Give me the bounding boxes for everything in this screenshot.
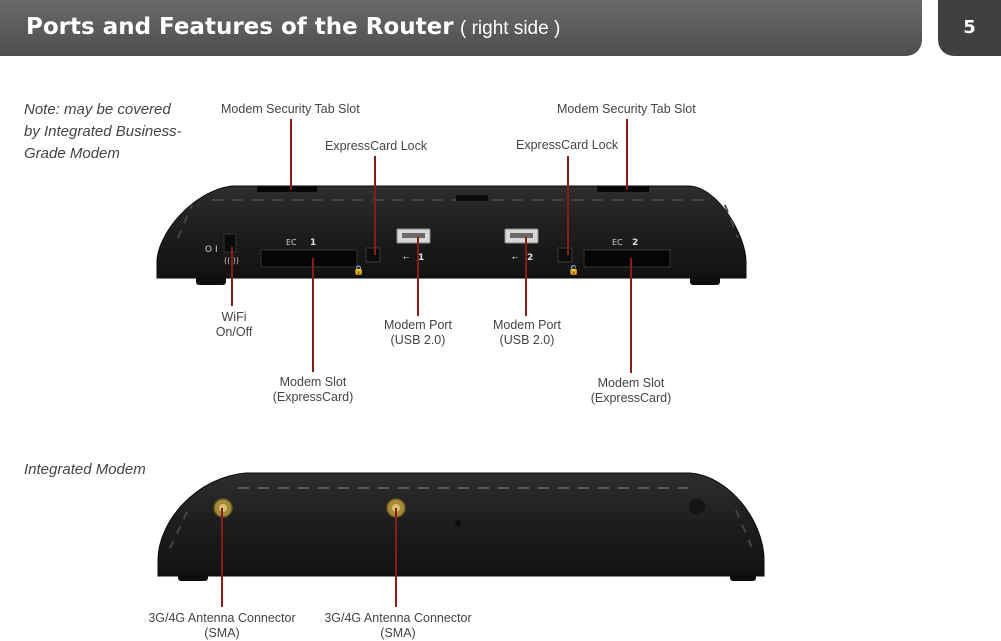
label-modem-port-1-line-2: (USB 2.0) bbox=[390, 333, 446, 347]
security-tab-slot-left bbox=[257, 186, 317, 192]
label-wifi-line-2: On/Off bbox=[215, 325, 253, 339]
wifi-switch bbox=[223, 233, 237, 253]
label-expresscard-lock-right: ExpressCard Lock bbox=[516, 138, 619, 152]
covered-note: Note: may be covered by Integrated Busin… bbox=[24, 99, 182, 165]
label-modem-slot-1-line-2: (ExpressCard) bbox=[272, 390, 354, 404]
slot-1-number: 1 bbox=[310, 238, 316, 248]
usb-port-2-tongue bbox=[510, 233, 533, 238]
modem-indicator-hole bbox=[455, 520, 461, 526]
security-tab-slot-right bbox=[597, 186, 649, 192]
leader-lines bbox=[221, 119, 632, 607]
label-security-tab-right: Modem Security Tab Slot bbox=[557, 102, 696, 116]
integrated-modem-heading: Integrated Modem bbox=[24, 461, 146, 478]
label-modem-slot-2-line-1: Modem Slot bbox=[597, 376, 665, 390]
label-antenna-1: 3G/4G Antenna Connector (SMA) bbox=[142, 611, 302, 641]
title-bar: Ports and Features of the Router ( right… bbox=[0, 0, 922, 56]
label-modem-port-1: Modem Port (USB 2.0) bbox=[368, 318, 468, 348]
lock-open-icon: 🔓 bbox=[568, 264, 579, 276]
covered-note-line-3: Grade Modem bbox=[24, 145, 120, 162]
page-title-subtitle: ( right side ) bbox=[459, 18, 561, 39]
label-security-tab-left: Modem Security Tab Slot bbox=[221, 102, 360, 116]
label-modem-port-2: Modem Port (USB 2.0) bbox=[477, 318, 577, 348]
expresscard-lock-2 bbox=[557, 247, 573, 263]
modem-vent-left bbox=[169, 509, 189, 549]
label-modem-slot-1: Modem Slot (ExpressCard) bbox=[258, 375, 368, 405]
label-modem-slot-1-line-1: Modem Slot bbox=[279, 375, 347, 389]
router-side-view: O I EC 1 EC 2 1 2 ⭠ ⭠ ((·)) 🔒 🔓 bbox=[156, 185, 747, 285]
label-expresscard-lock-left: ExpressCard Lock bbox=[325, 139, 428, 153]
usb-1-symbol-icon: ⭠ bbox=[403, 253, 410, 262]
modem-body bbox=[157, 472, 765, 577]
slot-2-prefix: EC bbox=[612, 238, 623, 247]
modem-vent-right bbox=[735, 509, 753, 549]
label-modem-port-2-line-1: Modem Port bbox=[492, 318, 562, 332]
expresscard-lock-1 bbox=[365, 247, 381, 263]
label-wifi: WiFi On/Off bbox=[204, 310, 264, 340]
covered-note-line-1: Note: may be covered bbox=[24, 101, 171, 118]
covered-note-line-2: by Integrated Business- bbox=[24, 123, 182, 140]
label-antenna-1-line-1: 3G/4G Antenna Connector bbox=[148, 611, 296, 625]
label-antenna-2-line-1: 3G/4G Antenna Connector bbox=[324, 611, 472, 625]
router-vent-left bbox=[177, 204, 193, 239]
usb-port-1-tongue bbox=[402, 233, 425, 238]
slot-1-prefix: EC bbox=[286, 238, 297, 247]
expresscard-slot-2 bbox=[583, 249, 671, 268]
label-antenna-2-line-2: (SMA) bbox=[380, 626, 416, 640]
label-antenna-1-line-2: (SMA) bbox=[204, 626, 240, 640]
label-wifi-line-1: WiFi bbox=[221, 310, 247, 324]
label-modem-port-2-line-2: (USB 2.0) bbox=[499, 333, 555, 347]
usb-2-number: 2 bbox=[527, 253, 533, 263]
modem-screw-hole bbox=[687, 497, 707, 517]
label-antenna-2: 3G/4G Antenna Connector (SMA) bbox=[318, 611, 478, 641]
slot-2-number: 2 bbox=[632, 238, 638, 248]
label-modem-port-1-line-1: Modem Port bbox=[383, 318, 453, 332]
page-number: 5 bbox=[938, 0, 1001, 56]
modem-side-view bbox=[157, 472, 765, 581]
lock-closed-icon: 🔒 bbox=[353, 265, 364, 276]
usb-1-number: 1 bbox=[418, 253, 424, 263]
page-title: Ports and Features of the Router ( right… bbox=[26, 13, 560, 40]
label-modem-slot-2: Modem Slot (ExpressCard) bbox=[576, 376, 686, 406]
label-modem-slot-2-line-2: (ExpressCard) bbox=[590, 391, 672, 405]
usb-2-symbol-icon: ⭠ bbox=[512, 253, 519, 262]
page-title-main: Ports and Features of the Router bbox=[26, 14, 454, 40]
center-slot bbox=[456, 195, 488, 201]
router-vent-right bbox=[724, 204, 739, 239]
switch-marks: O I bbox=[205, 245, 218, 255]
expresscard-slot-1 bbox=[260, 249, 358, 268]
